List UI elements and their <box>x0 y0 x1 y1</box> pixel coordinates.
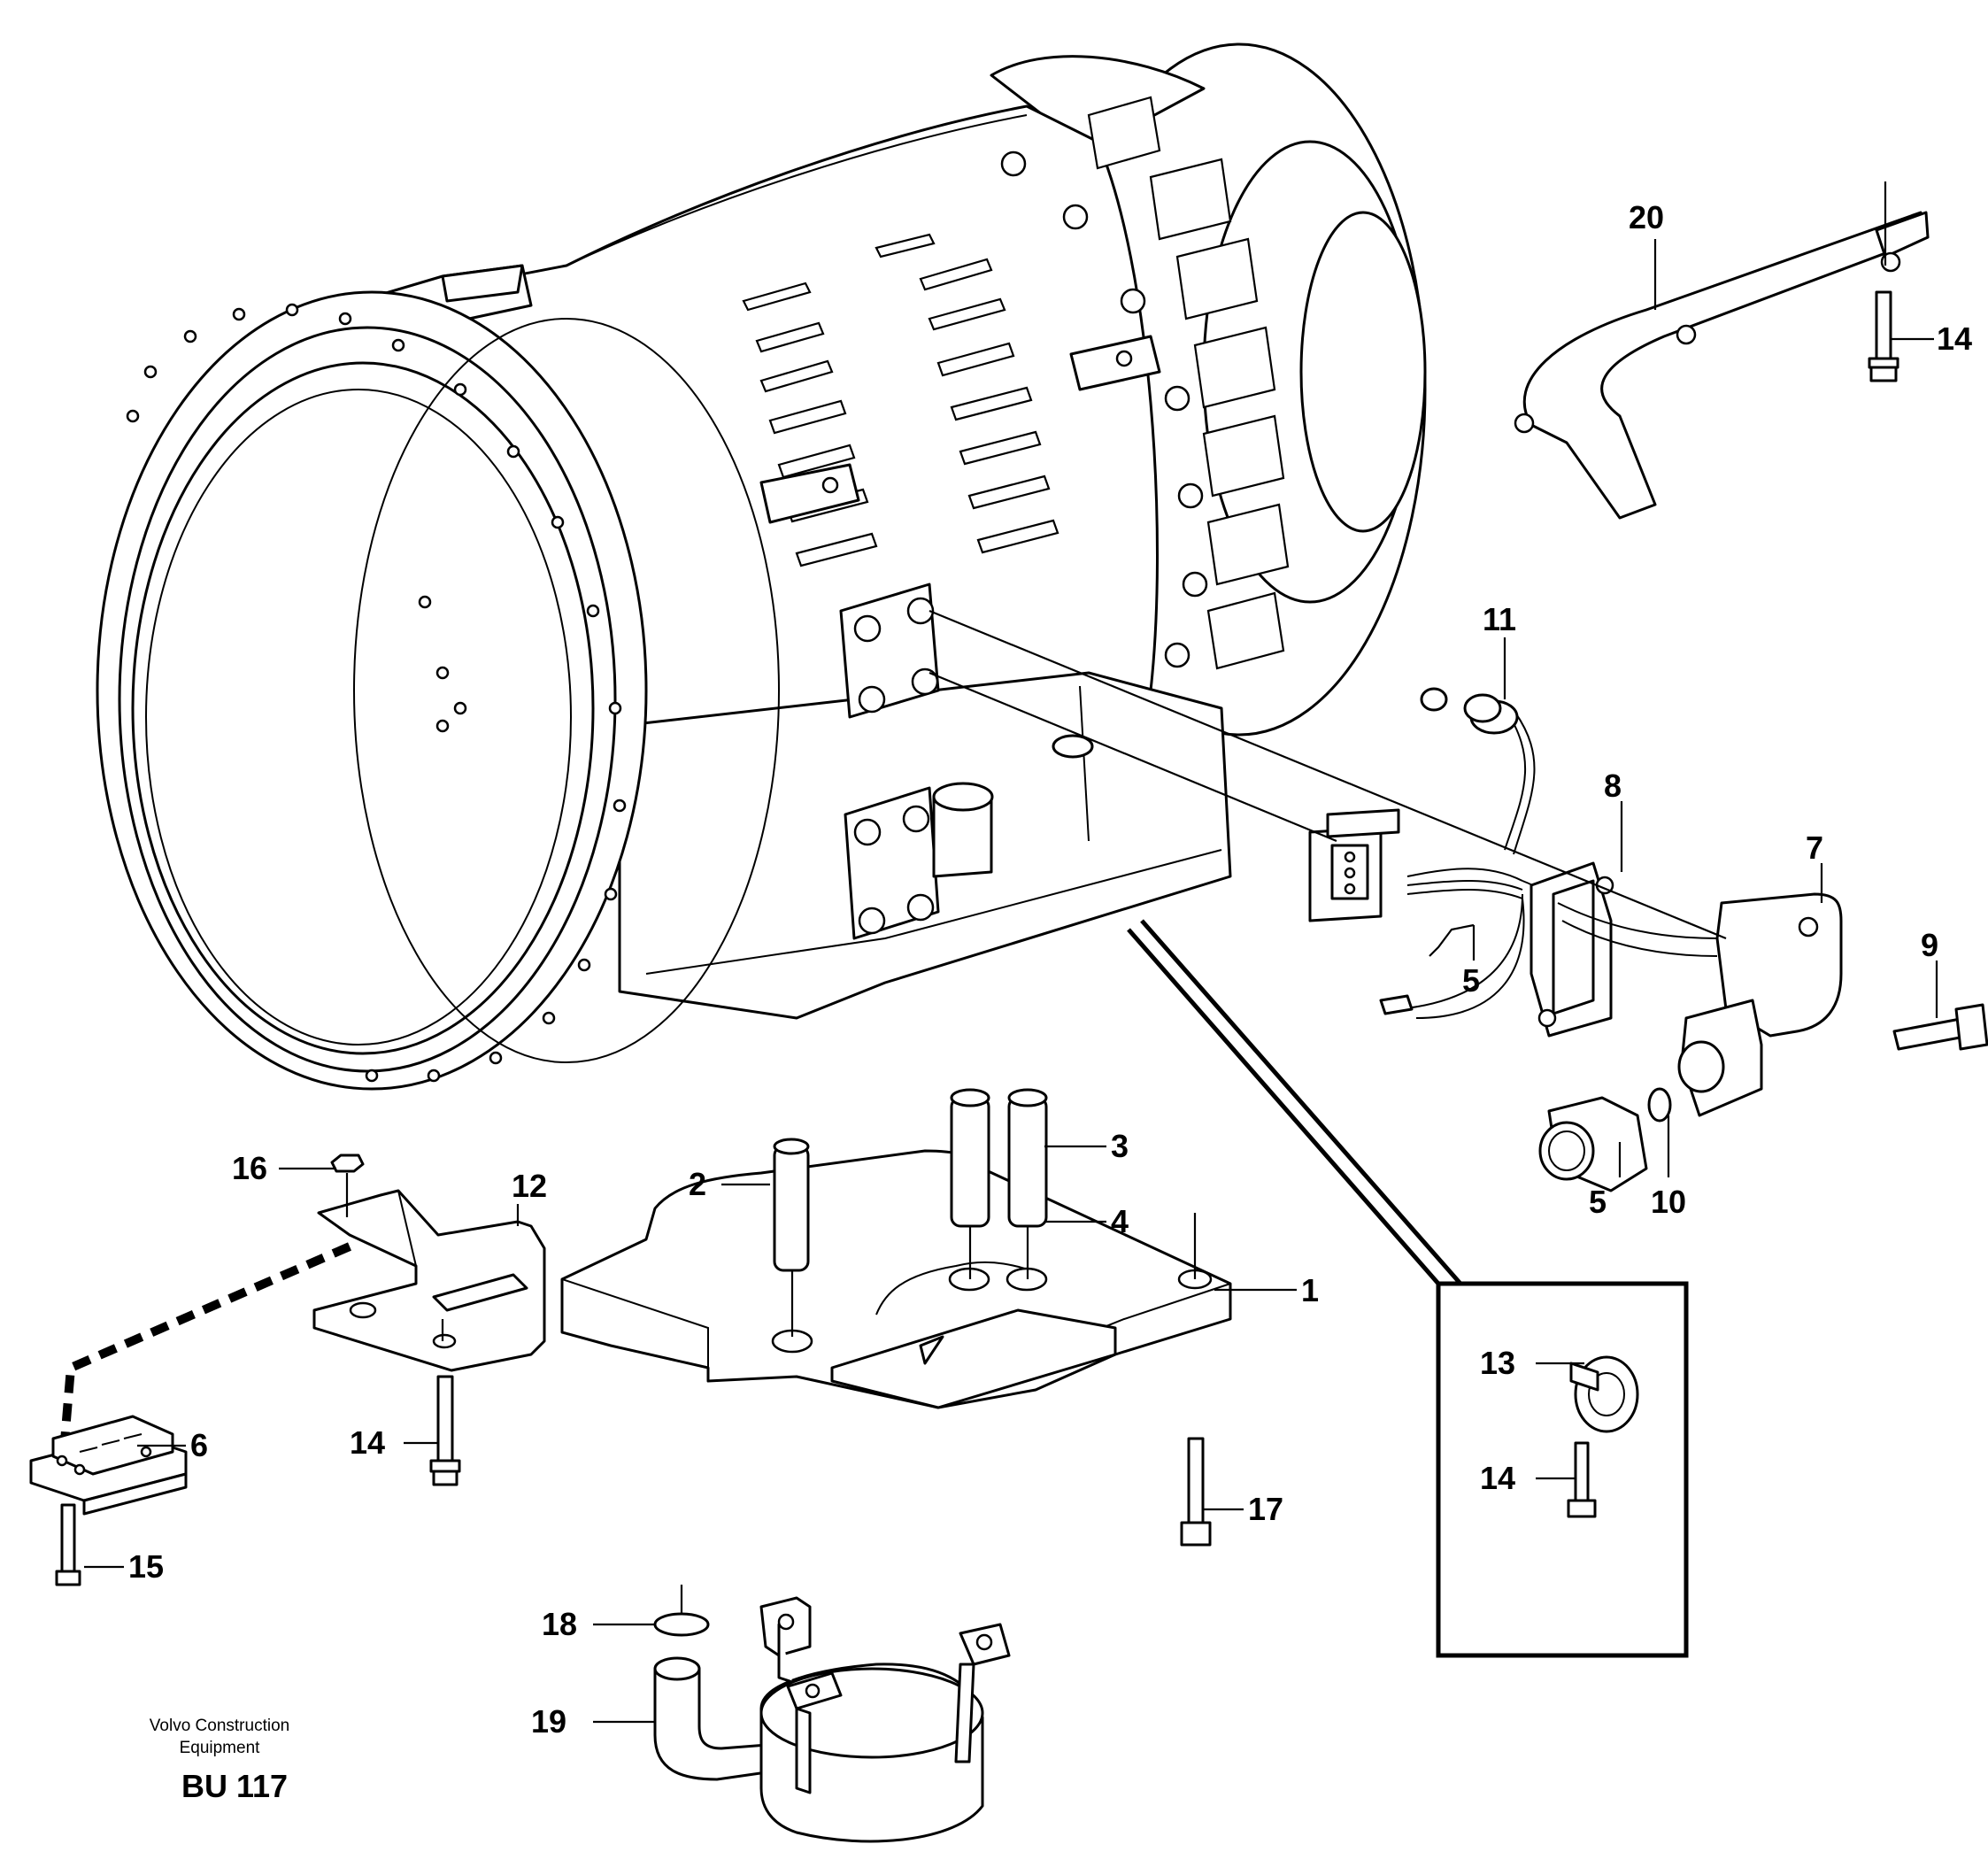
bolt-15 <box>55 1503 81 1586</box>
bolt-14-top <box>1868 290 1899 382</box>
housing-slots <box>742 233 1059 567</box>
pipe-assembly-19 <box>653 1585 1011 1843</box>
callout-16: 16 <box>232 1150 267 1186</box>
wiring-harness <box>1308 687 1718 1038</box>
callout-4: 4 <box>1111 1203 1129 1239</box>
callout-6: 6 <box>190 1427 208 1463</box>
callout-5-harness: 5 <box>1462 962 1480 999</box>
callout-5-sensor: 5 <box>1589 1184 1607 1220</box>
drawing-code: BU 117 <box>181 1768 288 1804</box>
control-plate-1 <box>560 1149 1232 1409</box>
callout-12: 12 <box>512 1168 547 1204</box>
callout-14-top: 14 <box>1937 320 1972 357</box>
transmission-housing <box>96 42 1427 1091</box>
drum-windows <box>1087 96 1290 670</box>
callout-labels: 1 2 3 4 5 5 6 7 8 9 10 11 12 13 14 14 14… <box>128 199 1972 1740</box>
flange-bolt-holes <box>126 303 627 1083</box>
callout-13: 13 <box>1480 1345 1515 1381</box>
callout-14-inset: 14 <box>1480 1460 1515 1496</box>
connector-6 <box>29 1415 188 1516</box>
callout-leaders <box>84 239 1938 1724</box>
callout-8: 8 <box>1604 768 1622 804</box>
nut-16 <box>330 1154 365 1217</box>
callout-18: 18 <box>542 1606 577 1642</box>
callout-7: 7 <box>1806 829 1823 866</box>
speed-sensor-assembly <box>1538 892 1988 1192</box>
drum-bolts <box>1000 150 1208 668</box>
caption-line-2: Equipment <box>180 1739 261 1757</box>
bracket-20 <box>1514 181 1930 520</box>
bolt-17 <box>1180 1437 1212 1547</box>
callout-10: 10 <box>1651 1184 1686 1220</box>
sleeves <box>773 1088 1048 1337</box>
detail-inset <box>1127 919 1689 1658</box>
callout-15: 15 <box>128 1548 164 1585</box>
figure-caption: Volvo Construction Equipment BU 117 <box>150 1717 289 1804</box>
callout-11: 11 <box>1483 601 1516 637</box>
callout-14-left: 14 <box>350 1424 385 1461</box>
callout-20: 20 <box>1629 199 1664 235</box>
callout-19: 19 <box>531 1703 566 1740</box>
callout-3: 3 <box>1111 1128 1129 1164</box>
bracket-12 <box>312 1189 546 1372</box>
callout-2: 2 <box>689 1166 706 1202</box>
callout-17: 17 <box>1248 1491 1283 1527</box>
bolt-14-left <box>429 1375 461 1486</box>
caption-line-1: Volvo Construction <box>150 1717 289 1735</box>
callout-1: 1 <box>1301 1272 1319 1308</box>
callout-9: 9 <box>1921 927 1938 963</box>
